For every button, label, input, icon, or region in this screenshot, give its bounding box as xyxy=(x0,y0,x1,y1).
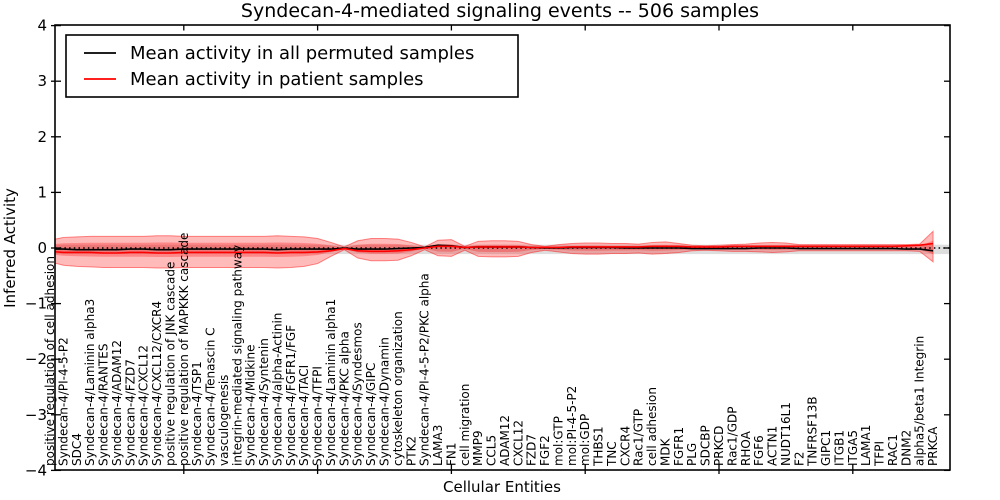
x-category-label: Syndecan-4/Laminin alpha1 xyxy=(324,299,338,466)
x-category-label: ITGB1 xyxy=(832,430,846,466)
x-category-label: positive regulation of cell adhesion xyxy=(43,256,57,466)
x-category-label: Syndecan-4/TFPI xyxy=(311,366,325,466)
x-category-label: F2 xyxy=(792,451,806,466)
x-category-label: Syndecan-4/PKC alpha xyxy=(337,331,351,466)
x-category-label: mol:GDP xyxy=(578,414,592,466)
y-tick-label: 1 xyxy=(37,183,47,201)
x-category-label: Syndecan-4/FZD7 xyxy=(123,359,137,466)
y-tick-label: −1 xyxy=(25,295,47,313)
legend: Mean activity in all permuted samples Me… xyxy=(65,34,519,98)
x-category-label: mol:GTP xyxy=(551,416,565,466)
x-category-label: Syndecan-4/RANTES xyxy=(97,344,111,466)
legend-box xyxy=(65,34,519,98)
legend-label-patient: Mean activity in patient samples xyxy=(130,69,424,90)
x-category-label: Syndecan-4/Midkine xyxy=(244,345,258,466)
x-category-label: TFPI xyxy=(873,441,887,467)
x-category-label: ADAM12 xyxy=(498,415,512,466)
x-category-label: CCL5 xyxy=(485,435,499,466)
x-category-label: FGF2 xyxy=(538,435,552,466)
x-category-label: Syndecan-4/alpha-Actinin xyxy=(270,313,284,466)
y-tick-label: 2 xyxy=(37,128,47,146)
x-category-label: cytoskeleton organization xyxy=(391,311,405,466)
x-category-label: FGF6 xyxy=(752,435,766,466)
x-category-label: Rac1/GDP xyxy=(725,407,739,466)
x-category-label: cell migration xyxy=(458,384,472,466)
x-category-label: Rac1/GTP xyxy=(632,409,646,466)
y-tick-label: 4 xyxy=(37,17,47,35)
x-category-label: SDC4 xyxy=(70,433,84,466)
x-category-label: ACTN1 xyxy=(766,426,780,466)
y-tick-label: −4 xyxy=(25,461,47,479)
x-category-label: positive regulation of MAPKKK cascade xyxy=(177,233,191,466)
y-tick-label: 3 xyxy=(37,72,47,90)
x-category-label: Syndecan-4/Dynamin xyxy=(378,337,392,466)
x-category-label: NUDT16L1 xyxy=(779,402,793,466)
x-category-label: Syndecan-4/GIPC xyxy=(364,363,378,466)
x-category-label: CXCL12 xyxy=(511,420,525,466)
y-axis-label: Inferred Activity xyxy=(1,188,19,308)
x-category-label: mol:PI-4-5-P2 xyxy=(565,386,579,466)
x-category-label: alpha5/beta1 Integrin xyxy=(913,336,927,466)
x-category-label: Syndecan-4/Syndesmos xyxy=(351,322,365,466)
x-category-label: THBS1 xyxy=(592,426,606,467)
x-category-label: Syndecan-4/TSP1 xyxy=(190,361,204,466)
x-category-label: PTK2 xyxy=(404,436,418,466)
chart-title: Syndecan-4-mediated signaling events -- … xyxy=(241,0,759,22)
x-category-label: DNM2 xyxy=(899,430,913,466)
patient-band-outer xyxy=(55,230,934,269)
x-category-label: Syndecan-4/Syntenin xyxy=(257,338,271,466)
x-category-label: TNC xyxy=(605,441,619,467)
x-category-label: FGFR1 xyxy=(672,427,686,466)
legend-label-permuted: Mean activity in all permuted samples xyxy=(130,43,474,64)
x-category-label: Syndecan-4/TACI xyxy=(297,365,311,466)
patient-mean-line xyxy=(55,242,934,254)
x-category-label: ITGA5 xyxy=(846,430,860,466)
y-tick-label: 0 xyxy=(37,239,47,257)
x-category-label: Syndecan-4/FGFR1/FGF xyxy=(284,325,298,466)
x-category-label: FN1 xyxy=(444,442,458,466)
x-category-label: Syndecan-4/PI-4-5-P2/PKC alpha xyxy=(418,273,432,466)
x-category-label: TNFRSF13B xyxy=(806,396,820,467)
x-category-label: GIPC1 xyxy=(819,430,833,466)
x-category-label: MMP9 xyxy=(471,430,485,466)
x-category-label: vasculogenesis xyxy=(217,375,231,466)
x-category-label: SDCBP xyxy=(699,425,713,466)
permuted-band xyxy=(55,244,950,255)
x-category-label: Syndecan-4/CXCL12/CXCR4 xyxy=(150,301,164,466)
x-category-label: RAC1 xyxy=(886,434,900,466)
x-category-label: Syndecan-4/Laminin alpha3 xyxy=(83,299,97,466)
x-category-label: LAMA1 xyxy=(859,425,873,466)
x-category-label: PRKCD xyxy=(712,426,726,466)
x-category-label: MDK xyxy=(658,437,672,466)
x-category-label: integrin-mediated signaling pathway xyxy=(230,245,244,466)
y-tick-label: −2 xyxy=(25,350,47,368)
x-category-label: CXCR4 xyxy=(618,426,632,466)
x-category-label: PLG xyxy=(685,443,699,466)
x-category-label: Syndecan-4/PI-4-5-P2 xyxy=(56,337,70,466)
x-category-label: RHOA xyxy=(739,430,753,466)
x-category-label: FZD7 xyxy=(525,434,539,466)
x-category-label: LAMA3 xyxy=(431,425,445,466)
x-category-label: Syndecan-4/CXCL12 xyxy=(137,345,151,466)
clipped-series xyxy=(55,230,950,269)
x-category-label: Syndecan-4/ADAM12 xyxy=(110,340,124,466)
x-category-label: positive regulation of JNK cascade xyxy=(163,262,177,466)
x-category-label: cell adhesion xyxy=(645,387,659,466)
x-category-label: PRKCA xyxy=(926,426,940,466)
x-axis-label: Cellular Entities xyxy=(443,478,561,496)
y-tick-label: −3 xyxy=(25,406,47,424)
x-category-label: Syndecan-4/Tenascin C xyxy=(204,327,218,466)
